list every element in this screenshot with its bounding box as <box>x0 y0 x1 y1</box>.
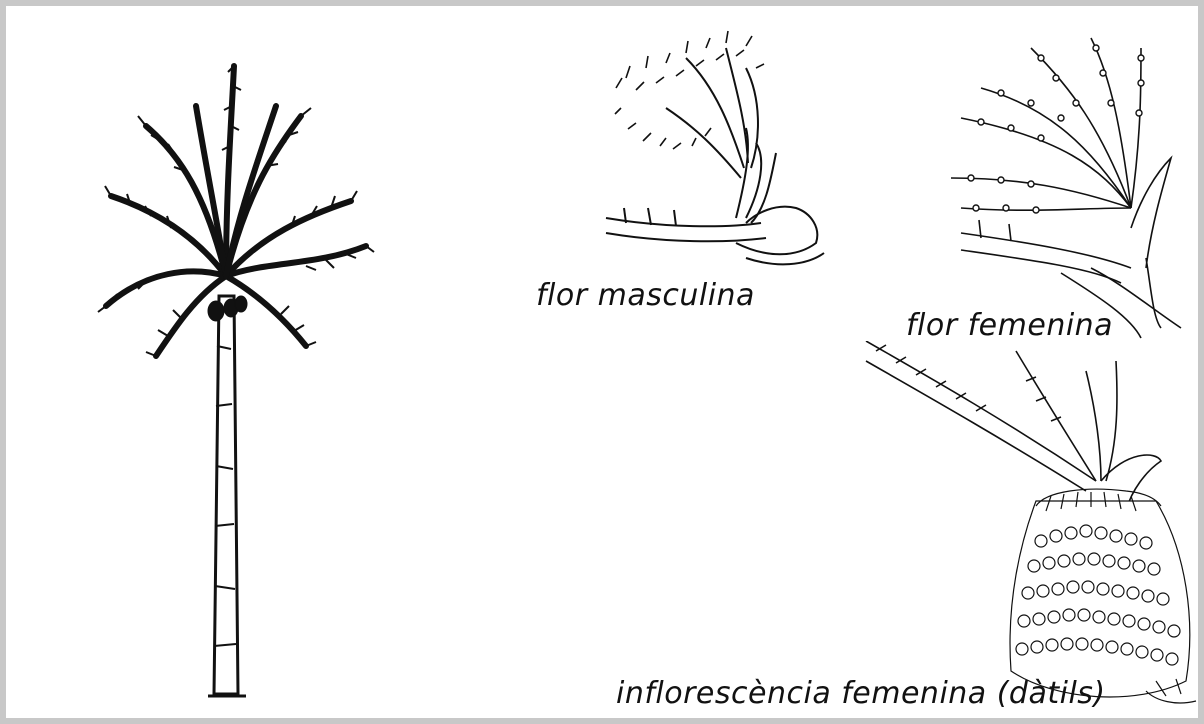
female-inflorescence-illustration <box>856 341 1198 718</box>
caption-female-flower: flor femenina <box>906 308 1113 343</box>
female-flower-illustration <box>941 28 1198 348</box>
palm-tree-illustration <box>86 46 386 706</box>
caption-male-flower: flor masculina <box>536 278 755 313</box>
caption-female-inflorescence: inflorescència femenina (dàtils) <box>616 676 1106 711</box>
male-flower-illustration <box>596 28 836 288</box>
figure-panel: flor masculina flor femenina inflorescèn… <box>6 6 1198 718</box>
